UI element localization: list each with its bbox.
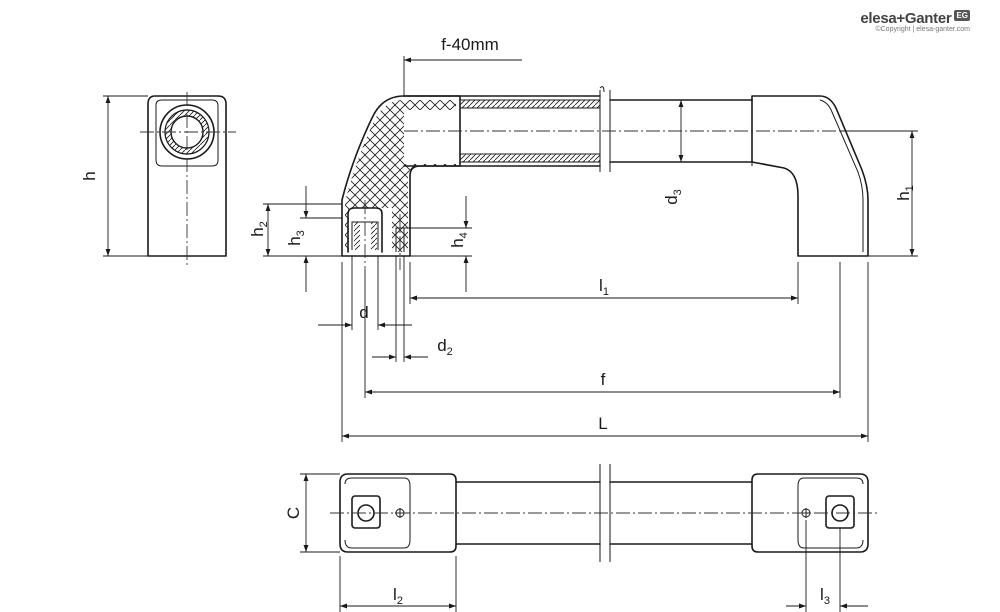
front-view — [341, 86, 869, 270]
brand-copyright: ©Copyright | elesa-ganter.com — [875, 26, 970, 33]
dimension-d-label: d — [359, 303, 368, 322]
dimension-d3-label: d3 — [662, 189, 684, 205]
brand-mark-icon: EG — [954, 10, 970, 21]
dimension-h3-label: h3 — [285, 230, 307, 246]
dimension-L-label: L — [598, 414, 607, 433]
dimension-f-40mm-label: f-40mm — [441, 35, 499, 54]
dimension-h4-label: h4 — [448, 232, 470, 248]
dimension-l2-label: l2 — [393, 585, 403, 607]
dimension-C-label: C — [284, 507, 303, 519]
dimension-h2-label: h2 — [248, 221, 270, 237]
dimension-d2-label: d2 — [437, 336, 453, 358]
side-view — [103, 92, 236, 268]
dimension-l1-label: l1 — [599, 276, 609, 298]
dimension-h1-label: h1 — [894, 185, 916, 201]
dimension-f-label: f — [601, 370, 606, 389]
top-view — [330, 464, 880, 562]
dimension-h-label: h — [80, 171, 99, 180]
brand-name: elesa+Ganter — [860, 10, 952, 27]
dimension-l3-label: l3 — [820, 585, 830, 607]
